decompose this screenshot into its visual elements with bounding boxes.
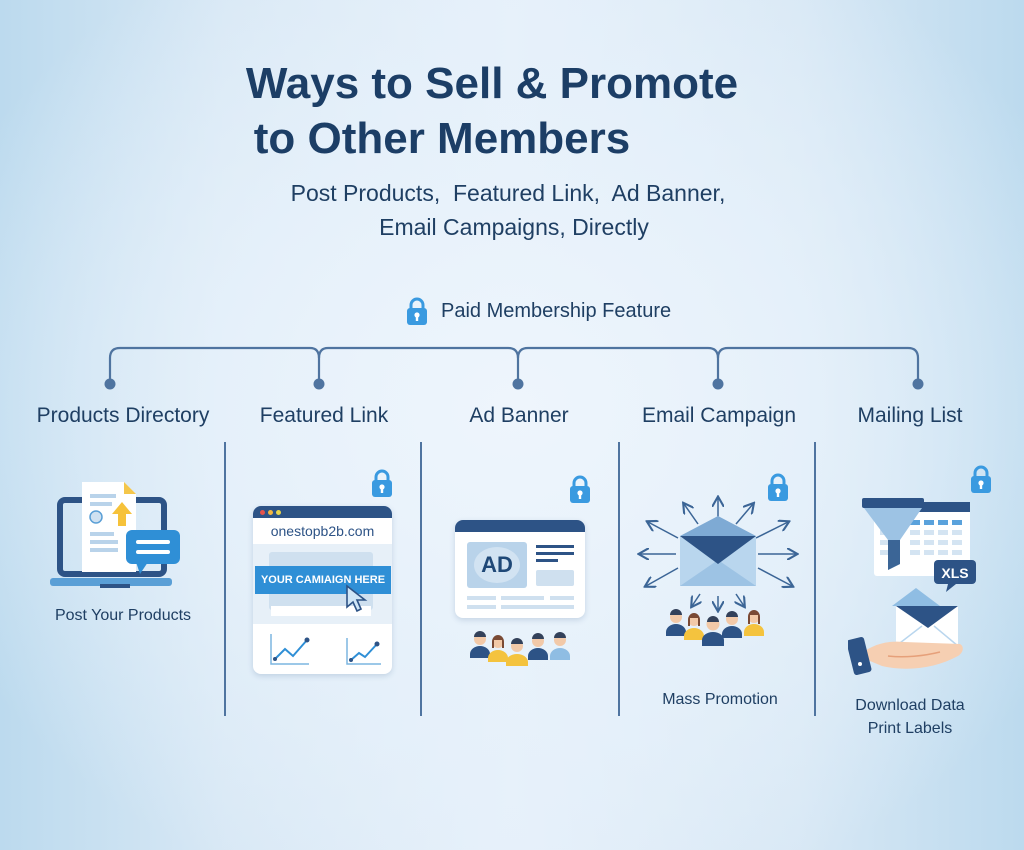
subtitle-line-1: Post Products, Featured Link, Ad Banner, [290,180,726,206]
trend-charts-icon [270,634,381,665]
column-label-mailing-list: Mailing List [857,404,963,427]
featured-campaign-banner: YOUR CAMIAIGN HERE [255,566,391,594]
caption-mass-promotion: Mass Promotion [662,691,778,708]
column-divider [618,442,620,716]
cursor-arrow-icon [346,584,368,612]
lock-icon [372,469,392,497]
lock-icon [768,473,788,501]
window-dot-icon [276,509,281,515]
lock-icon [407,297,427,325]
page-title: Ways to Sell & Promote to Other Members [0,56,984,166]
window-dot-icon [260,509,265,515]
lock-icon [570,475,590,503]
laptop-upload-document-icon [50,482,180,588]
column-divider [814,442,816,716]
ad-label: AD [474,547,520,583]
featured-link-browser-mockup: onestopb2b.com YOUR CAMIAIGN HERE [253,506,392,674]
title-line-1: Ways to Sell & Promote [245,59,739,108]
window-dot-icon [268,509,273,515]
column-label-ad-banner: Ad Banner [469,404,569,427]
audience-people-icon [470,631,570,666]
ad-banner-mockup: AD [455,520,585,618]
funnel-spreadsheet-envelope-icon: XLS [848,498,976,676]
title-line-2: to Other Members [253,114,631,163]
browser-url: onestopb2b.com [270,523,375,539]
email-broadcast-icon [636,494,802,646]
connector-tree [104,346,924,390]
subtitle-line-2: Email Campaigns, Directly [379,214,649,240]
paid-feature-legend: Paid Membership Feature [405,296,671,326]
paid-feature-label: Paid Membership Feature [441,299,672,322]
column-divider [224,442,226,716]
xls-badge: XLS [941,565,968,581]
column-label-featured-link: Featured Link [259,404,389,427]
caption-mailing-list: Download Data Print Labels [855,694,964,740]
column-divider [420,442,422,716]
browser-titlebar [253,506,392,518]
lock-icon [971,465,991,493]
column-label-email-campaign: Email Campaign [641,404,797,427]
caption-post-your-products: Post Your Products [54,607,192,624]
caption-print-labels: Print Labels [867,720,953,737]
column-label-products-directory: Products Directory [36,404,210,427]
subtitle: Post Products, Featured Link, Ad Banner,… [0,176,1016,244]
caption-download-data: Download Data [855,697,965,714]
